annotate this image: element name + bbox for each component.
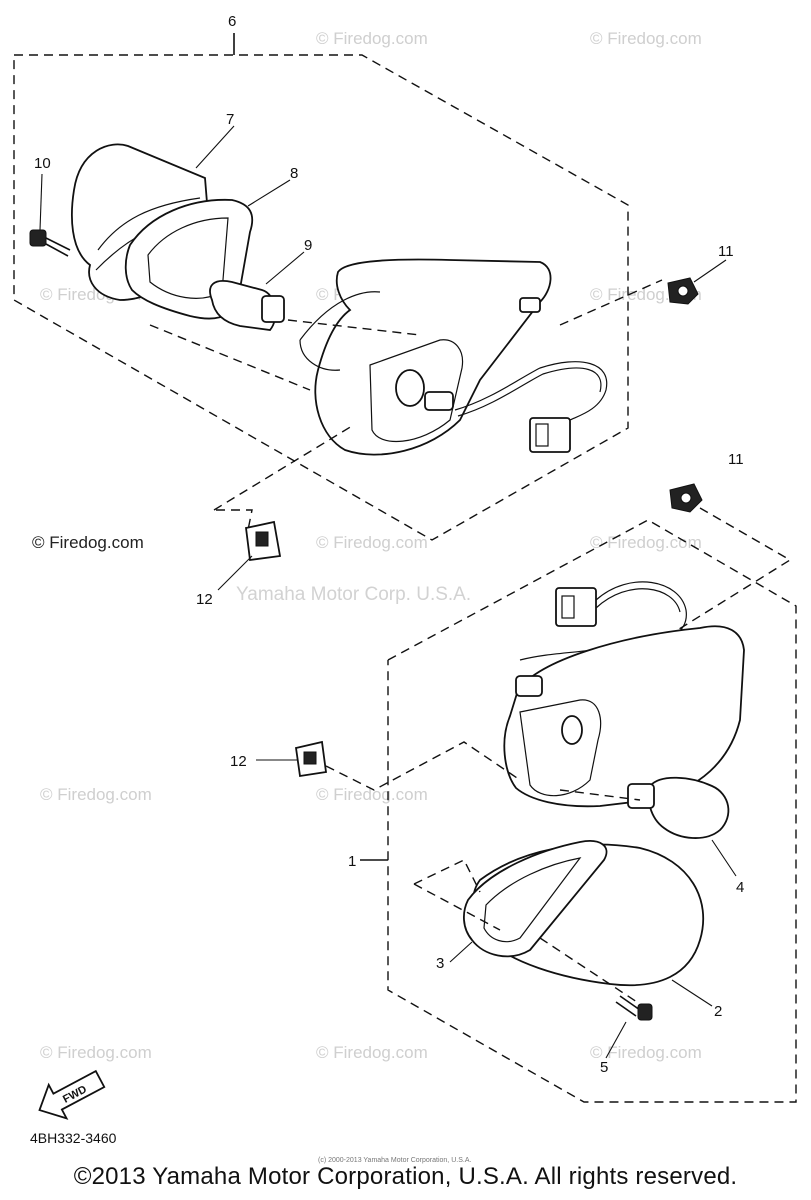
callout-7: 7 [226,111,234,128]
callout-3: 3 [436,955,444,972]
callout-12-lower: 12 [230,753,247,770]
fwd-arrow-icon: FWD [38,1069,106,1120]
watermark: © Firedog.com [40,1043,152,1062]
copyright-notice: ©2013 Yamaha Motor Corporation, U.S.A. A… [73,1163,738,1190]
callout-10: 10 [34,155,51,172]
callout-11-upper: 11 [718,243,734,260]
callout-6: 6 [228,13,236,30]
watermark: © Firedog.com [316,1043,428,1062]
callout-11-lower: 11 [728,451,744,468]
nut-11-upper [667,277,699,305]
connector-lower [555,587,597,627]
callout-2: 2 [714,1003,722,1020]
connector-upper [529,417,571,453]
bulb-4 [647,776,730,839]
assembly-boundary-upper [13,54,629,541]
watermark: © Firedog.com [590,1043,702,1062]
wire-harness-upper [454,361,608,421]
tiny-notice: (c) 2000-2013 Yamaha Motor Corporation, … [318,1157,472,1164]
callout-1: 1 [348,853,356,870]
upper-assembly [13,33,699,562]
lower-assembly [294,483,797,1103]
ghost-watermark: Yamaha Motor Corp. U.S.A. [236,584,471,605]
watermark-dark: © Firedog.com [32,533,144,552]
callout-leaders [39,125,737,1059]
part-code: 4BH332-3460 [30,1130,117,1146]
watermark: © Firedog.com [590,29,702,48]
bolt-10 [29,229,71,257]
callout-9: 9 [304,237,312,254]
watermark: © Firedog.com [590,533,702,552]
callout-numbers: 6 7 8 9 10 11 11 12 12 1 4 3 2 5 [34,13,744,1076]
screw-5 [615,995,653,1021]
turn-signal-housing-upper [314,258,552,456]
callout-4: 4 [736,879,744,896]
clip-12-lower [294,740,328,778]
turn-signal-housing-lower [503,625,745,808]
callout-12-upper: 12 [196,591,213,608]
clip-12-upper [245,520,282,562]
callout-5: 5 [600,1059,608,1076]
watermark: © Firedog.com [316,533,428,552]
watermark: © Firedog.com [316,785,428,804]
callout-8: 8 [290,165,298,182]
nut-11-lower [669,483,703,513]
watermark: © Firedog.com [316,29,428,48]
assembly-boundary-lower [387,519,797,1103]
watermark: © Firedog.com [40,785,152,804]
